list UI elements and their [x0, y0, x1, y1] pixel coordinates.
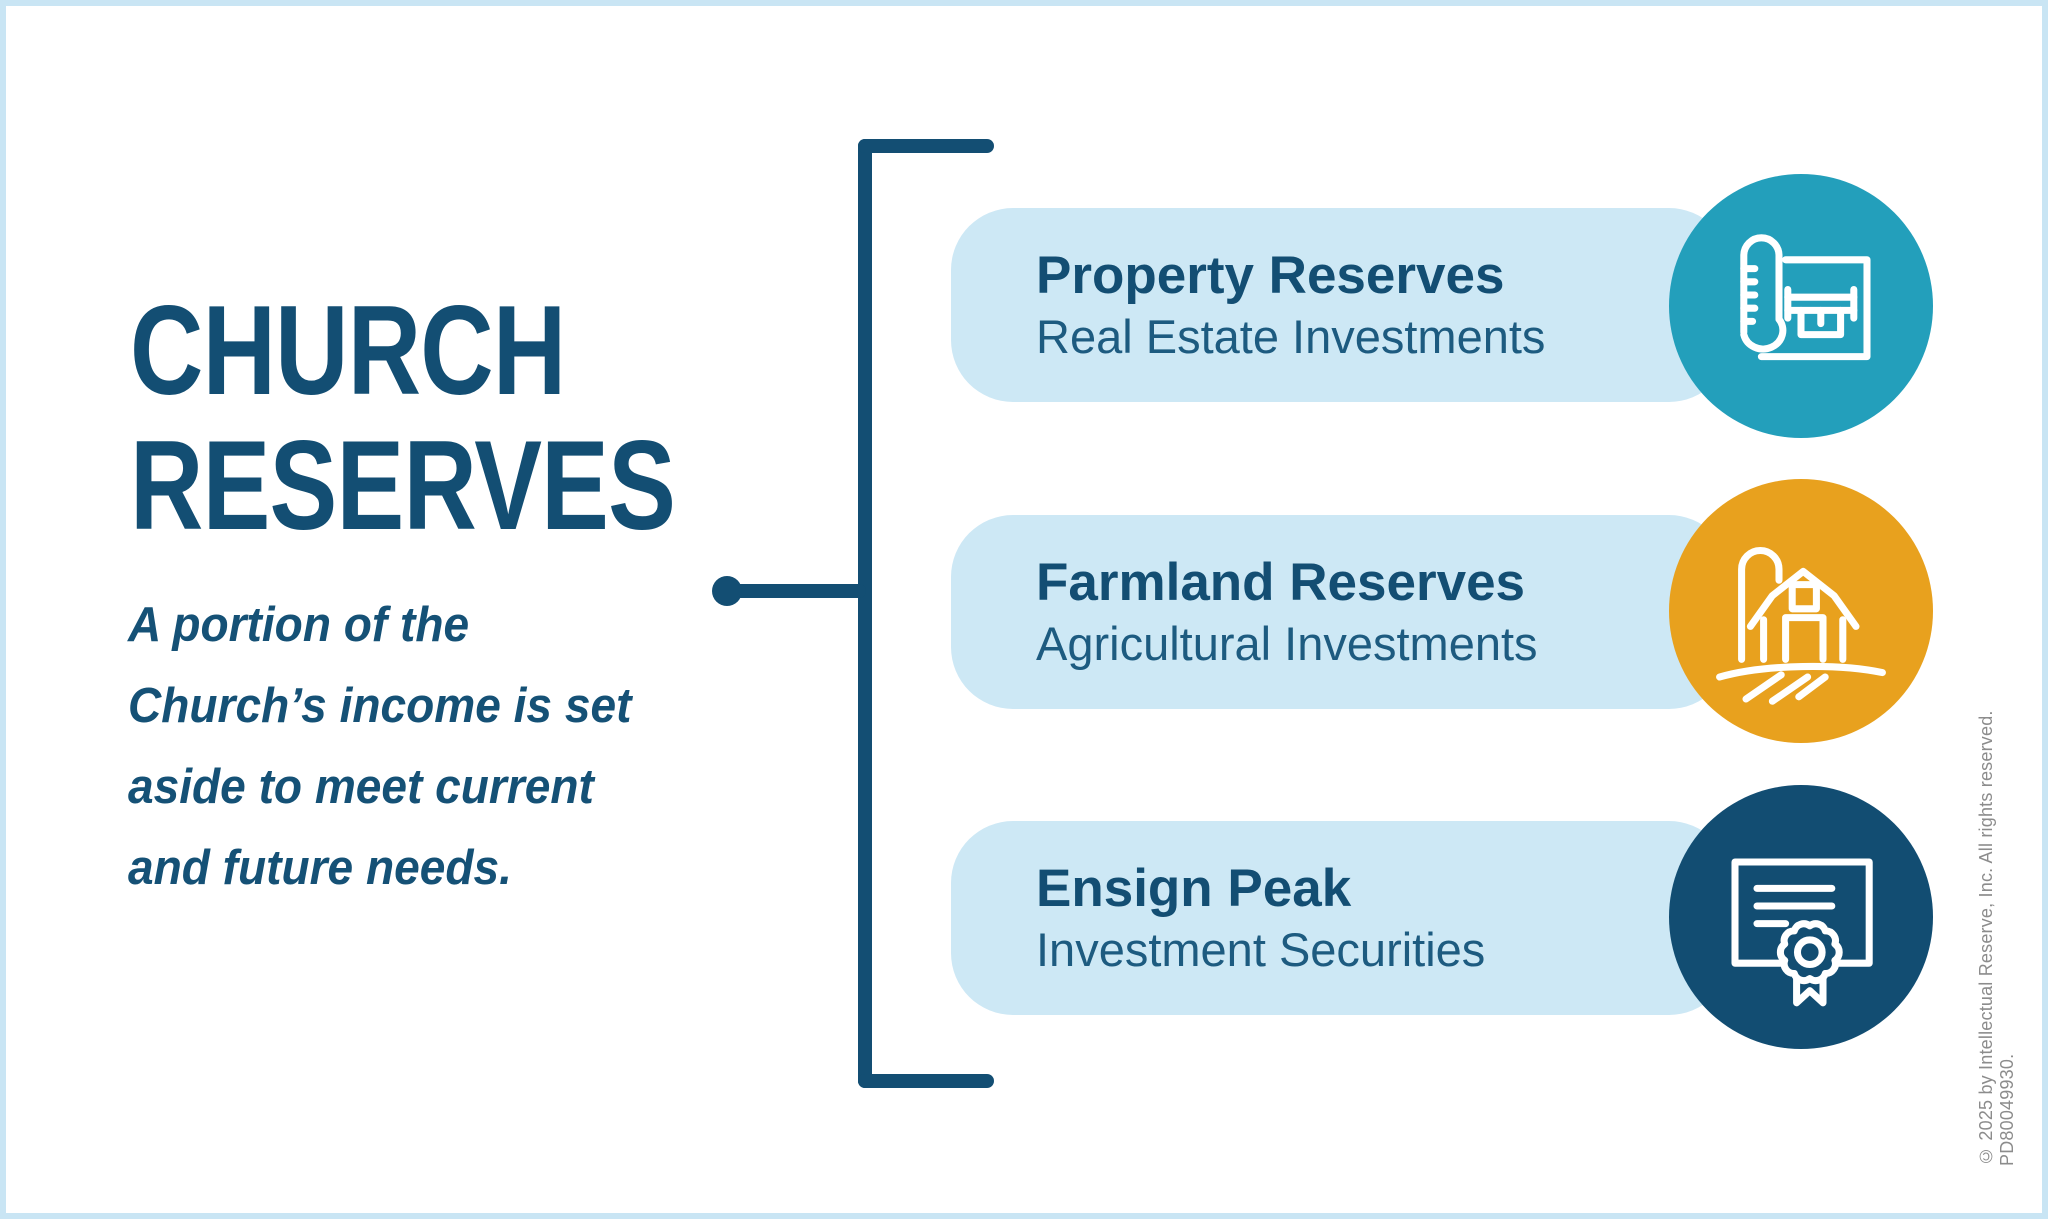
- page-subtitle: A portion of the Church’s income is set …: [128, 585, 631, 909]
- page-title-line-1: CHURCH: [130, 279, 566, 421]
- page-title: CHURCH RESERVES: [130, 279, 676, 556]
- pill-title: Ensign Peak: [1036, 858, 1352, 918]
- certificate-icon: [1731, 858, 1873, 1007]
- bracket-middle-line: [726, 584, 866, 598]
- farmland-reserves-badge: [1669, 479, 1933, 743]
- bracket-vertical-line: [858, 139, 872, 1088]
- subtitle-line: aside to meet current: [128, 760, 594, 814]
- subtitle-line: A portion of the: [128, 598, 470, 652]
- property-reserves-badge: [1669, 174, 1933, 438]
- property-reserves-pill: Property Reserves Real Estate Investment…: [951, 208, 1731, 402]
- pill-title: Property Reserves: [1036, 245, 1505, 305]
- ensign-peak-pill: Ensign Peak Investment Securities: [951, 821, 1731, 1015]
- copyright-notice: © 2025 by Intellectual Reserve, Inc. All…: [1976, 710, 2017, 1166]
- bracket-bottom-stub: [858, 1074, 994, 1088]
- bracket-top-stub: [858, 139, 994, 153]
- blueprint-icon: [1740, 234, 1871, 361]
- pill-subtitle: Investment Securities: [1036, 922, 1486, 976]
- subtitle-line: and future needs.: [128, 841, 512, 895]
- subtitle-line: Church’s income is set: [128, 679, 632, 733]
- ensign-peak-badge: [1669, 785, 1933, 1049]
- page-title-line-2: RESERVES: [130, 414, 676, 556]
- pill-subtitle: Agricultural Investments: [1036, 616, 1538, 670]
- bracket-dot: [712, 576, 742, 606]
- farmland-reserves-pill: Farmland Reserves Agricultural Investmen…: [951, 515, 1731, 709]
- pill-subtitle: Real Estate Investments: [1036, 309, 1546, 363]
- barn-icon: [1716, 547, 1886, 705]
- pill-title: Farmland Reserves: [1036, 552, 1526, 612]
